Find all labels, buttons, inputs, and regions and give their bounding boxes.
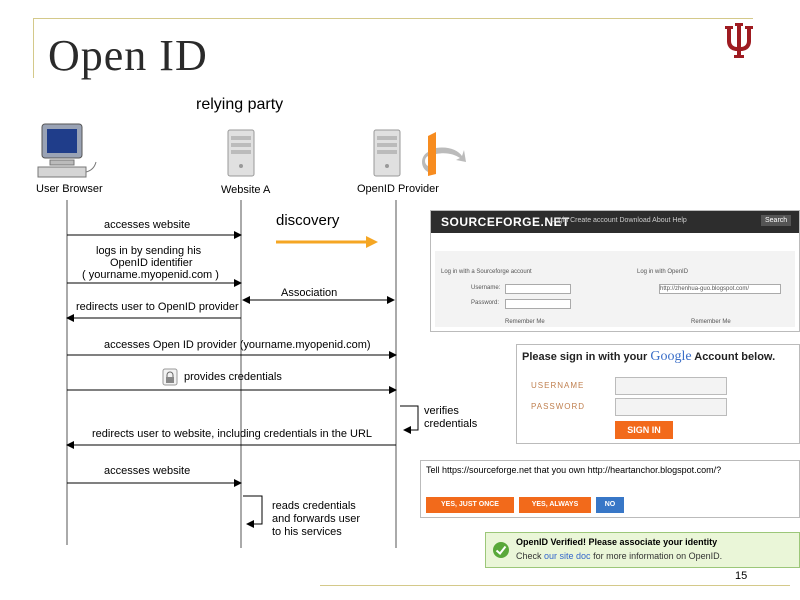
msg-accesses-provider: accesses Open ID provider (yourname.myop… <box>104 339 371 351</box>
label-verifies-1: verifies <box>424 405 459 417</box>
title-rule <box>33 18 753 19</box>
google-heading-post: Account below. <box>694 351 776 363</box>
msg-accesses-website: accesses website <box>104 219 191 231</box>
actor-user-browser: User Browser <box>36 183 103 195</box>
footer-rule <box>320 585 790 586</box>
sf-remember-right[interactable]: Remember Me <box>691 319 731 325</box>
actor-website-a: Website A <box>221 184 271 196</box>
verified-subtext-post: for more information on OpenID. <box>593 551 723 561</box>
arrow-verifies <box>400 405 419 434</box>
msg-redirects-to-website: redirects user to website, including cre… <box>92 428 373 440</box>
label-association: Association <box>281 287 338 299</box>
label-verifies-2: credentials <box>424 418 478 430</box>
sf-openid-input[interactable]: http://zhenhua-guo.blogspot.com/ <box>659 284 781 294</box>
sf-password-input[interactable] <box>505 299 571 309</box>
msg-reads-credentials-1: reads credentials <box>272 500 356 512</box>
google-signin-screenshot: Please sign in with your Google Account … <box>516 344 800 444</box>
msg-reads-credentials-3: to his services <box>272 526 342 538</box>
sf-password-label: Password: <box>471 300 500 306</box>
msg-reads-credentials-2: and forwards user <box>272 513 361 525</box>
checkmark-icon <box>493 542 509 558</box>
sf-remember-left[interactable]: Remember Me <box>505 319 545 325</box>
site-doc-link[interactable]: our site doc <box>544 551 591 561</box>
openid-verify-screenshot: Tell https://sourceforge.net that you ow… <box>420 460 800 518</box>
yes-always-button[interactable]: YES, ALWAYS <box>519 497 591 513</box>
google-sign-in-button[interactable]: SIGN IN <box>615 421 673 439</box>
openid-logo-icon <box>422 132 466 176</box>
label-discovery: discovery <box>276 212 340 229</box>
google-password-input[interactable] <box>615 398 727 416</box>
server-icon-provider <box>373 129 401 177</box>
sourceforge-login-screenshot: SOURCEFORGE.NET Login Create account Dow… <box>430 210 800 332</box>
server-icon-website <box>227 129 255 177</box>
actor-openid-provider: OpenID Provider <box>357 183 439 195</box>
google-password-label: PASSWORD <box>531 402 586 411</box>
yes-just-once-button[interactable]: YES, JUST ONCE <box>426 497 514 513</box>
verified-heading: OpenID Verified! Please associate your i… <box>516 537 718 547</box>
openid-verified-banner: OpenID Verified! Please associate your i… <box>485 532 800 568</box>
iu-trident-logo-icon <box>725 23 753 58</box>
msg-redirects-to-provider: redirects user to OpenID provider <box>76 301 239 313</box>
title-side-rule <box>33 18 34 78</box>
sourceforge-login-body: Log in with a Sourceforge account Userna… <box>435 251 795 327</box>
google-username-input[interactable] <box>615 377 727 395</box>
msg-provides-credentials: provides credentials <box>184 371 282 383</box>
computer-icon <box>37 123 97 178</box>
msg-logs-in-2: OpenID identifier <box>110 257 193 269</box>
sourceforge-logo: SOURCEFORGE.NET <box>441 215 570 229</box>
verify-prompt: Tell https://sourceforge.net that you ow… <box>426 465 722 475</box>
page-number: 15 <box>735 570 748 582</box>
sf-left-heading: Log in with a Sourceforge account <box>441 269 532 275</box>
slide-title: Open ID <box>48 31 208 80</box>
sourceforge-search-button[interactable]: Search <box>761 215 792 226</box>
google-username-label: USERNAME <box>531 381 585 390</box>
no-button[interactable]: NO <box>596 497 624 513</box>
google-signin-heading: Please sign in with your Google Account … <box>522 349 775 365</box>
msg-logs-in-1: logs in by sending his <box>96 245 202 257</box>
google-heading-pre: Please sign in with your <box>522 351 648 363</box>
msg-logs-in-3: ( yourname.myopenid.com ) <box>82 269 219 281</box>
arrow-m8 <box>243 495 263 528</box>
google-brand: Google <box>650 349 692 364</box>
msg-accesses-website-2: accesses website <box>104 465 191 477</box>
verified-subtext-pre: Check <box>516 551 542 561</box>
sf-right-heading: Log in with OpenID <box>637 269 689 275</box>
sourceforge-header: SOURCEFORGE.NET Login Create account Dow… <box>431 211 799 233</box>
verified-subtext: Check our site doc for more information … <box>516 551 722 561</box>
sf-username-label: Username: <box>471 285 501 291</box>
lock-icon <box>162 368 178 386</box>
relying-party-label: relying party <box>196 96 284 113</box>
sf-username-input[interactable] <box>505 284 571 294</box>
sourceforge-nav[interactable]: Login Create account Download About Help <box>551 217 687 224</box>
